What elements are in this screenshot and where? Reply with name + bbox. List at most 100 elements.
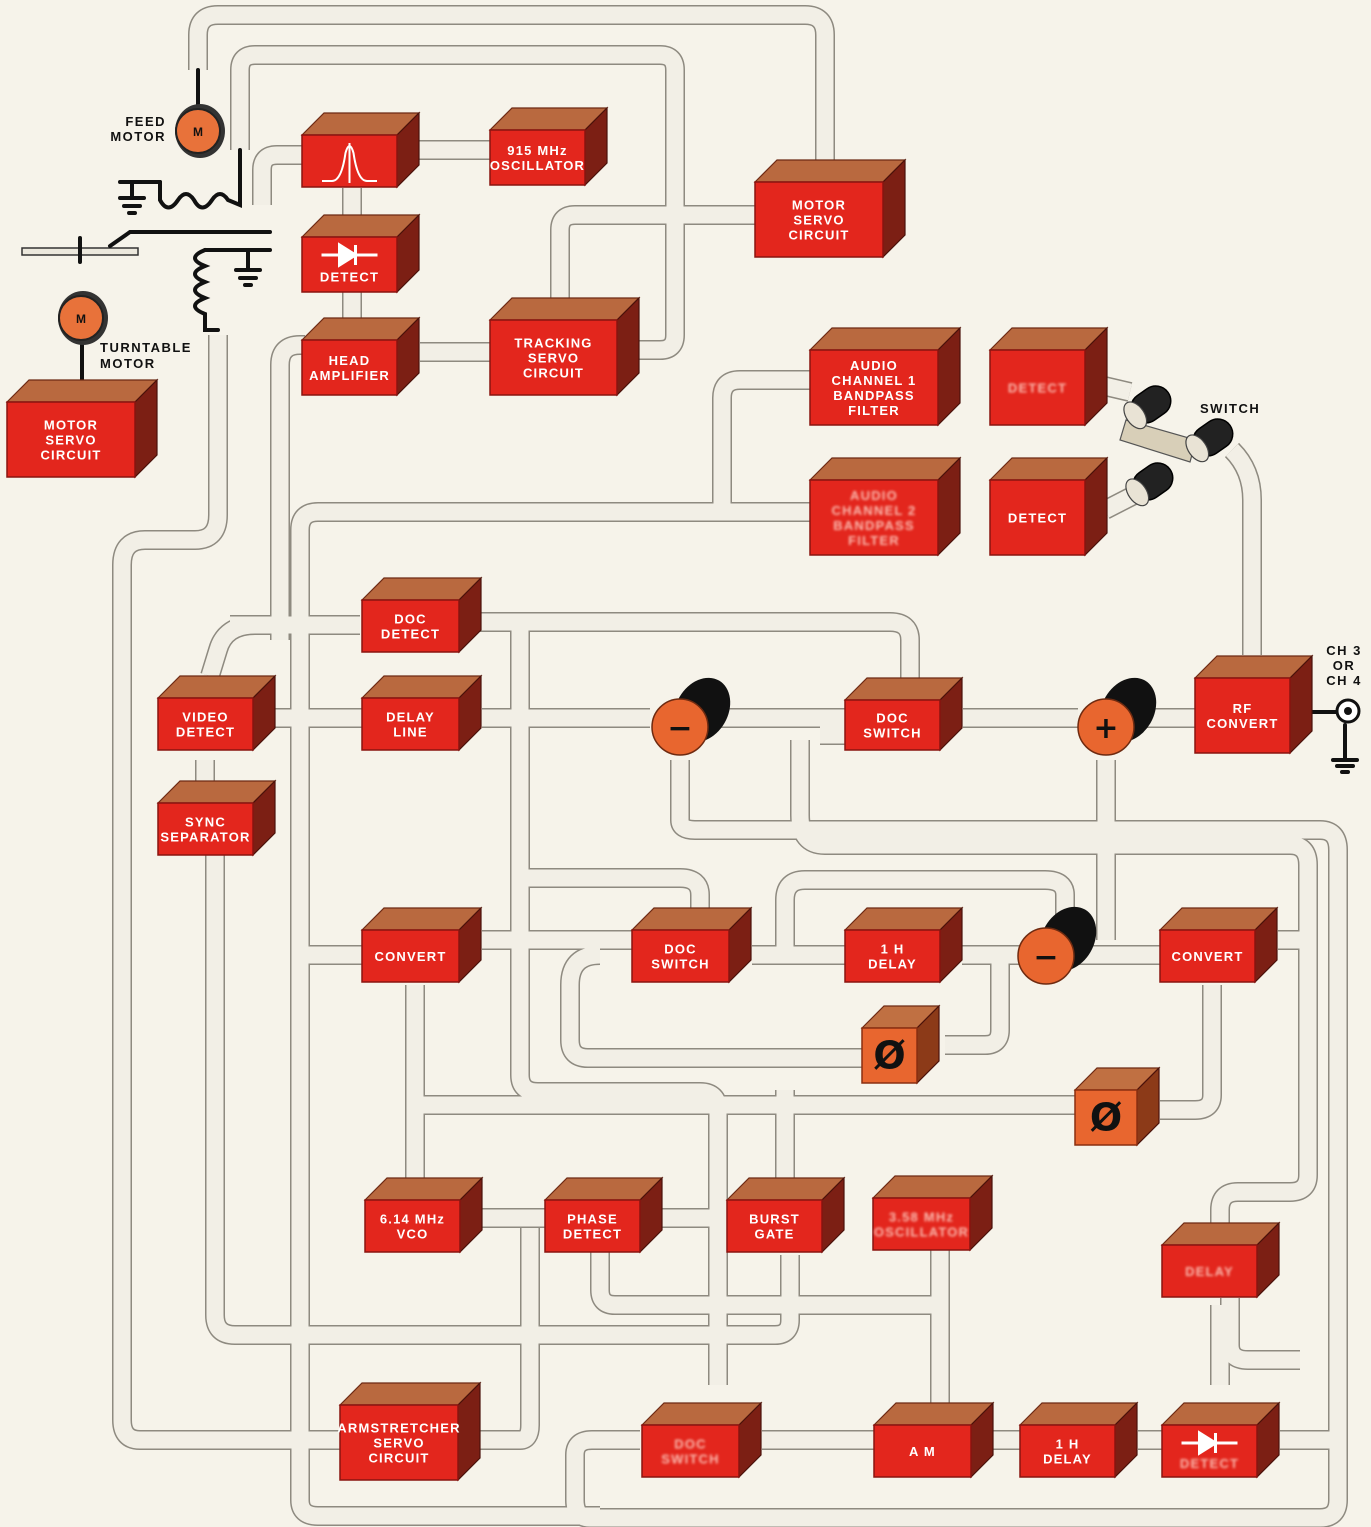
convert-2-block: CONVERT [1158, 906, 1279, 984]
bandpass-icon [322, 143, 377, 183]
block-front-face [1194, 677, 1291, 754]
convert-1-block: CONVERT [360, 906, 483, 984]
block-label: DETECT [1008, 511, 1067, 526]
block-label: VCO [397, 1227, 429, 1242]
block-label: ARMSTRETCHER [337, 1421, 460, 1436]
delay-right-block: DELAY [1160, 1221, 1281, 1299]
block-front-face [1159, 929, 1256, 983]
block-front-face [6, 401, 136, 478]
block-label: LINE [393, 725, 427, 740]
block-label: DETECT [563, 1227, 622, 1242]
block-label: FILTER [848, 533, 900, 548]
block-label: MOTOR [44, 418, 98, 433]
pickup-wiring [21, 68, 1361, 774]
block-label: DELAY [386, 710, 435, 725]
block-front-face [1161, 1424, 1258, 1478]
block-front-face [754, 181, 884, 258]
block-top-face [488, 297, 641, 321]
block-label: SWITCH [651, 957, 709, 972]
block-front-face [844, 929, 941, 983]
adder: + [1077, 677, 1157, 756]
plus-sign: + [1093, 711, 1118, 746]
block-front-face [641, 1424, 740, 1478]
block-label: HEAD [329, 353, 371, 368]
am-block: A M [872, 1401, 995, 1479]
block-label: DETECT [320, 270, 379, 285]
signal-pipe [1160, 985, 1221, 1119]
block-front-face [364, 1199, 461, 1253]
block-label: DELAY [868, 957, 917, 972]
block-label: VIDEO [182, 710, 228, 725]
block-label: DETECT [1180, 1456, 1239, 1471]
signal-pipe [189, 6, 834, 185]
signal-pipe [113, 335, 340, 1449]
block-top-face [5, 379, 159, 403]
block-label: DOC [876, 711, 909, 726]
block-label: DOC [674, 1437, 707, 1452]
block-front-face [339, 1404, 459, 1481]
block-label: CIRCUIT [523, 366, 584, 381]
block-top-face [808, 327, 962, 351]
signal-pipe [520, 869, 709, 910]
block-front-face [301, 236, 398, 293]
block-front-face [489, 129, 586, 186]
block-label: RF [1233, 701, 1253, 716]
block-label: CIRCUIT [788, 228, 849, 243]
signal-pipe [271, 336, 309, 640]
block-label: DETECT [176, 725, 235, 740]
block-label: CONVERT [1207, 716, 1279, 731]
block-front-face [809, 479, 939, 556]
detect-b-block: DETECT [1160, 1401, 1281, 1479]
signal-pipe [475, 1228, 539, 1449]
block-front-face [873, 1424, 972, 1478]
block-label: AMPLIFIER [309, 368, 390, 383]
signal-pipe [1221, 1298, 1300, 1369]
turntable-motor: M [58, 291, 108, 345]
signal-pipe [945, 960, 1009, 1054]
audio-switch [1119, 385, 1234, 507]
subtractor-1: − [651, 677, 731, 756]
block-front-face [1161, 1244, 1258, 1298]
signal-pipe [480, 613, 919, 680]
block-front-face [989, 349, 1086, 426]
subtractor-2: − [1017, 906, 1097, 985]
block-label: FILTER [848, 403, 900, 418]
diode-icon [1181, 1430, 1238, 1456]
signal-pipe-outline [550, 205, 755, 302]
output-label-3: CH 4 [1326, 673, 1362, 688]
block-label: SERVO [373, 1436, 424, 1451]
block-label: 915 MHz [507, 143, 567, 158]
signal-pipe [561, 946, 862, 1067]
audio-detect-1-block: DETECT [988, 326, 1109, 427]
feed-motor-label-1: FEED [125, 114, 166, 129]
block-top-face [808, 457, 962, 481]
motor-face [58, 295, 104, 341]
block-front-face [361, 599, 460, 653]
phase-symbol: Ø [1090, 1096, 1122, 1140]
output-label-2: OR [1333, 658, 1356, 673]
block-front-face [1074, 1089, 1138, 1146]
block-label: CHANNEL 1 [832, 373, 917, 388]
block-label: SERVO [45, 433, 96, 448]
signal-pipe [231, 46, 684, 359]
block-front-face [726, 1199, 823, 1253]
phase-shifter-2-block: Ø [1073, 1066, 1161, 1147]
switch-label: SWITCH [1200, 401, 1260, 416]
feed-motor-label-2: MOTOR [110, 129, 166, 144]
block-label: 1 H [881, 942, 905, 957]
